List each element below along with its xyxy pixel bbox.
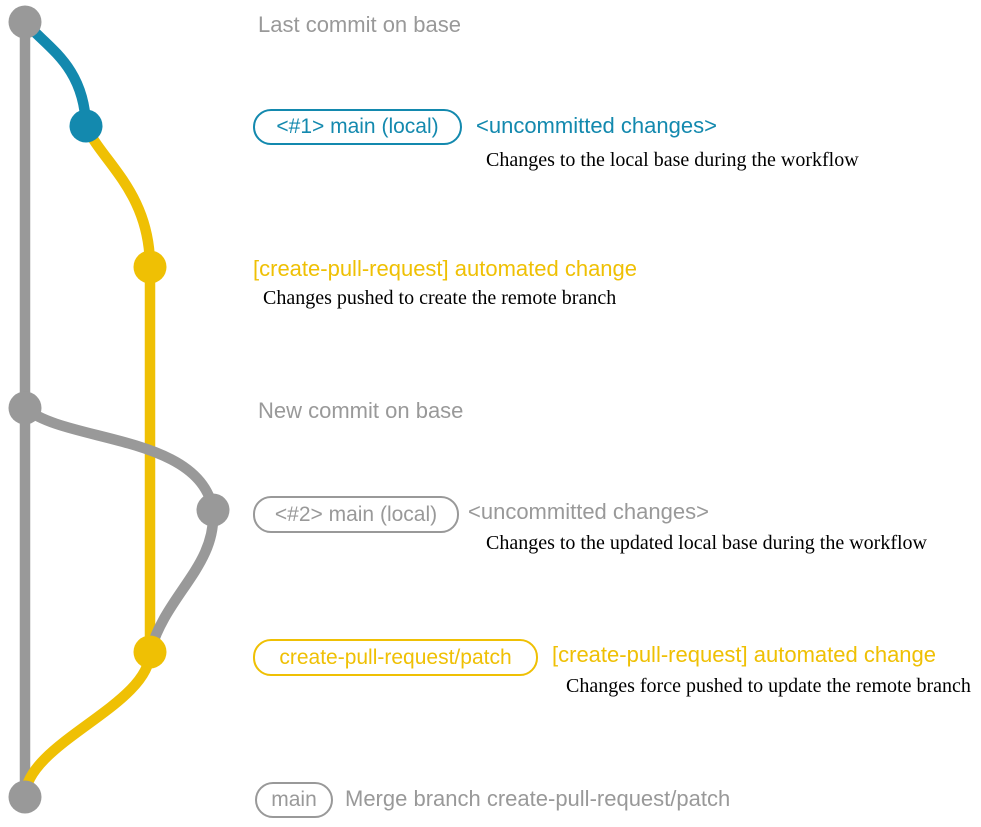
commit-node-automated-change-1 <box>133 250 167 284</box>
label-last-commit-on-base: Last commit on base <box>258 12 461 37</box>
commit-node-main-local-1 <box>69 109 103 143</box>
branch-badge-create-pull-request-patch: create-pull-request/patch <box>253 639 538 676</box>
label-new-commit-on-base: New commit on base <box>258 398 464 423</box>
note-force-push-update-remote-branch: Changes force pushed to update the remot… <box>566 675 971 697</box>
commit-node-main-local-2 <box>196 493 230 527</box>
note-local-base-changes-1: Changes to the local base during the wor… <box>486 149 859 171</box>
note-local-base-changes-2: Changes to the updated local base during… <box>486 532 927 554</box>
label-uncommitted-changes-1: <uncommitted changes> <box>476 113 717 138</box>
commit-node-automated-change-2 <box>133 635 167 669</box>
note-push-create-remote-branch: Changes pushed to create the remote bran… <box>263 287 617 309</box>
branch-badge-main: main <box>255 782 333 818</box>
label-uncommitted-changes-2: <uncommitted changes> <box>468 499 709 524</box>
label-automated-change-1: [create-pull-request] automated change <box>253 256 638 281</box>
commit-node-last-commit-on-base <box>8 5 42 39</box>
merge-edge <box>19 651 156 798</box>
commit-node-merge-commit <box>8 780 42 814</box>
branch-badge-main-local-1: <#1> main (local) <box>253 109 462 145</box>
label-automated-change-2: [create-pull-request] automated change <box>552 642 937 667</box>
label-merge-branch: Merge branch create-pull-request/patch <box>345 786 731 811</box>
commit-graph <box>8 5 230 814</box>
commit-node-new-commit-on-base <box>8 391 42 425</box>
branch-badge-main-local-2: <#2> main (local) <box>253 496 459 533</box>
local-main-edge-2 <box>21 403 219 512</box>
local-main-edge-1 <box>21 18 92 127</box>
patch-branch-edge-top <box>81 123 156 268</box>
rebase-edge <box>144 509 219 654</box>
